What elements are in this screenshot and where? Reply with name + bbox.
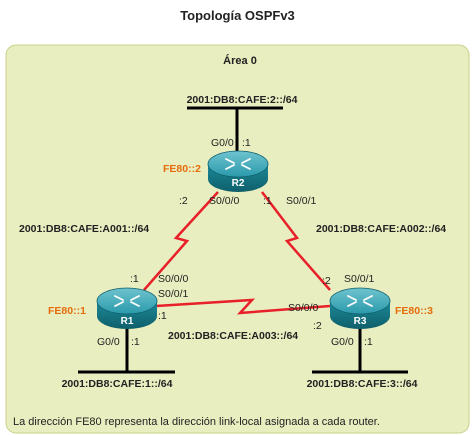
area-label: Área 0 [223,54,257,67]
r2-g00-host: :1 [242,137,251,149]
router-r3-icon[interactable]: R3 [329,287,391,329]
router-r2-icon[interactable]: R2 [207,150,269,192]
network-r3-lan: 2001:DB8:CAFE:3::/64 [307,378,418,390]
router-r1-icon[interactable]: R1 [96,287,158,329]
r3-g00-label: G0/0 [331,336,354,348]
r3-s001-host: :2 [322,275,331,287]
r2-s001-label: S0/0/1 [286,195,317,207]
r1-g00-host: :1 [131,336,140,348]
link-local-r2: FE80::2 [163,163,201,175]
r3-g00-host: :1 [364,336,373,348]
network-r2-lan: 2001:DB8:CAFE:2::/64 [187,94,298,106]
r3-s001-label: S0/0/1 [344,273,375,285]
r2-s001-host: :1 [263,195,272,207]
network-r1-r3: 2001:DB8:CAFE:A003::/64 [168,330,298,342]
serial-link-r1-r2 [143,191,219,291]
r1-s001-label: S0/0/1 [158,288,189,300]
r1-s001-host: :1 [158,310,167,322]
r1-g00-label: G0/0 [97,336,120,348]
r2-s000-host: :2 [179,195,188,207]
serial-link-r1-r3 [155,298,331,315]
link-local-r3: FE80::3 [395,305,433,317]
r2-s000-label: S0/0/0 [209,195,240,207]
r1-s000-label: S0/0/0 [158,273,189,285]
network-r2-r3: 2001:DB8:CAFE:A002::/64 [316,223,446,235]
network-r1-lan: 2001:DB8:CAFE:1::/64 [62,378,173,390]
r1-s000-host: :1 [130,273,139,285]
footnote: La dirección FE80 representa la direcció… [13,416,380,428]
link-local-r1: FE80::1 [48,305,86,317]
r3-s000-label: S0/0/0 [288,302,319,314]
network-r1-r2: 2001:DB8:CAFE:A001::/64 [19,223,149,235]
router-r2-name: R2 [232,178,245,189]
router-r1-name: R1 [121,316,134,327]
r2-g00-label: G0/0 [211,137,234,149]
router-r3-name: R3 [354,316,367,327]
serial-link-r2-r3 [261,191,331,291]
diagram-title: Topología OSPFv3 [180,8,295,23]
r3-s000-host: :2 [313,320,322,332]
area-0-zone [5,44,470,434]
